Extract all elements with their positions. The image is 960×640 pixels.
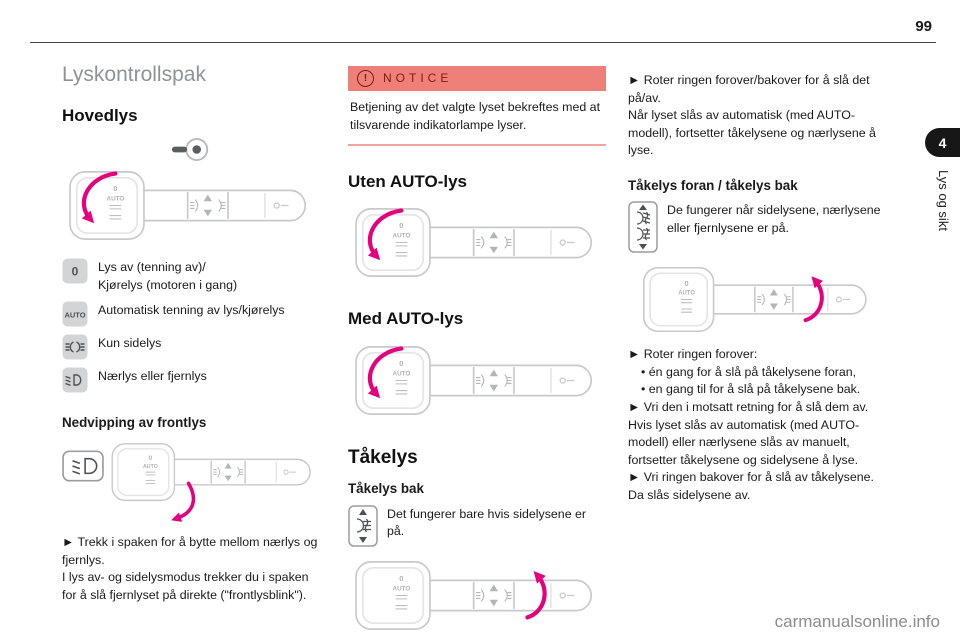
notice-box: ! NOTICE Betjening av det valgte lyset b…: [348, 66, 606, 147]
rotate-ring-arrow: [525, 570, 547, 619]
paragraph: ► Roter ringen forover:: [628, 347, 758, 362]
stalk-drawing-hovedlys: 0 AUTO: [69, 170, 306, 240]
svg-text:AUTO: AUTO: [64, 311, 85, 320]
heading-nedvipping: Nedvipping av frontlys: [62, 415, 207, 431]
stalk-drawing-nedvipping: 0 AUTO: [111, 443, 311, 523]
steering-column-icon: [171, 137, 209, 161]
chapter-number: 4: [938, 134, 947, 151]
rotate-knob-arrow: [81, 171, 118, 224]
paragraph: I lys av- og sidelysmodus trekker du i s…: [62, 570, 309, 603]
low-beam-icon: [62, 367, 88, 393]
pull-stalk-arrow: [171, 481, 196, 523]
page-number: 99: [915, 18, 932, 35]
svg-text:AUTO: AUTO: [143, 464, 158, 470]
legend-row: 0 Lys av (tenning av)/ Kjørelys (motoren…: [62, 258, 320, 294]
notice-header: ! NOTICE: [348, 66, 606, 92]
paragraph: ► Vri den i motsatt retning for å slå de…: [628, 399, 869, 414]
page-title: Lyskontrollspak: [62, 63, 206, 86]
svg-text:0: 0: [72, 264, 79, 278]
notice-title: NOTICE: [383, 71, 453, 85]
warning-icon: !: [357, 70, 374, 88]
note-text: Det fungerer bare hvis sidelysene er på.: [387, 506, 587, 539]
heading-uten-auto: Uten AUTO-lys: [348, 172, 468, 192]
bullet-item: • én gang for å slå på tåkelysene foran,: [641, 364, 857, 379]
watermark-text: carmanualsonline.info: [774, 612, 940, 631]
legend-row: Kun sidelys: [62, 334, 320, 360]
svg-text:0: 0: [113, 184, 117, 193]
rear-fog-icon: [348, 504, 378, 547]
bullet-item: • en gang til for å slå på tåkelysene ba…: [641, 382, 861, 397]
rotate-ring-arrow: [803, 276, 824, 323]
svg-text:0: 0: [399, 222, 403, 231]
heading-takelys-foran-bak: Tåkelys foran / tåkelys bak: [628, 178, 798, 194]
legend-label: Kun sidelys: [98, 336, 162, 351]
position-lamps-icon: [62, 334, 88, 360]
column-left: Lyskontrollspak Hovedlys 0 AUTO: [62, 60, 320, 605]
legend-label: Automatisk tenning av lys/kjørelys: [98, 303, 285, 318]
column-middle: ! NOTICE Betjening av det valgte lyset b…: [348, 66, 606, 636]
legend-label: Lys av (tenning av)/ Kjørelys (motoren i…: [98, 259, 238, 292]
paragraph: Når lyset slås av automatisk (med AUTO-m…: [628, 108, 876, 158]
takelys-foran-bak-note: De fungerer når sidelysene, nærlysene el…: [628, 201, 888, 253]
legend-row: AUTO Automatisk tenning av lys/kjørelys: [62, 301, 320, 327]
svg-text:AUTO: AUTO: [678, 291, 695, 297]
legend-label: Nærlys eller fjernlys: [98, 369, 207, 384]
svg-text:AUTO: AUTO: [393, 233, 411, 240]
svg-text:0: 0: [685, 280, 689, 288]
takelys-bak-note: Det fungerer bare hvis sidelysene er på.: [348, 504, 606, 547]
svg-text:AUTO: AUTO: [393, 370, 411, 377]
stalk-drawing-med-auto: 0 AUTO: [355, 345, 592, 415]
column-right: ► Roter ringen forover/bakover for å slå…: [628, 72, 888, 505]
svg-text:AUTO: AUTO: [393, 585, 411, 592]
legend-row: Nærlys eller fjernlys: [62, 367, 320, 393]
svg-text:0: 0: [399, 574, 403, 583]
paragraph: ► Vri ringen bakover for å slå av tåkely…: [628, 470, 874, 502]
low-beam-box-icon: [62, 450, 104, 482]
rotate-knob-arrow: [367, 345, 404, 398]
front-rear-fog-icon: [628, 201, 658, 253]
header-rule: [30, 42, 936, 43]
lights-off-icon: 0: [62, 258, 88, 284]
paragraph: Hvis lyset slås av automatisk (med AUTO-…: [628, 417, 860, 467]
heading-takelys: Tåkelys: [348, 446, 418, 468]
auto-lights-icon: AUTO: [62, 301, 88, 327]
note-text: De fungerer når sidelysene, nærlysene el…: [667, 203, 881, 235]
stalk-drawing-takelys-bak: 0 AUTO: [355, 560, 592, 630]
svg-text:0: 0: [149, 455, 153, 462]
heading-hovedlys: Hovedlys: [62, 105, 138, 125]
svg-text:AUTO: AUTO: [107, 195, 125, 202]
stalk-drawing-foran-bak: 0 AUTO: [642, 267, 867, 333]
paragraph: ► Trekk i spaken for å bytte mellom nærl…: [62, 535, 318, 567]
notice-text: Betjening av det valgte lyset bekreftes …: [350, 100, 601, 132]
heading-takelys-bak: Tåkelys bak: [348, 481, 424, 497]
figure-nedvipping: 0 AUTO: [62, 438, 320, 526]
paragraph: ► Roter ringen forover/bakover for å slå…: [628, 73, 870, 105]
heading-med-auto: Med AUTO-lys: [348, 309, 464, 329]
rotate-knob-arrow: [367, 208, 404, 261]
chapter-title-vertical: Lys og sikt: [936, 170, 951, 231]
stalk-drawing-uten-auto: 0 AUTO: [355, 208, 592, 278]
figure-hovedlys: 0 AUTO: [62, 136, 320, 246]
svg-text:0: 0: [399, 359, 403, 368]
legend: 0 Lys av (tenning av)/ Kjørelys (motoren…: [62, 258, 320, 393]
chapter-tab: 4: [925, 128, 960, 157]
